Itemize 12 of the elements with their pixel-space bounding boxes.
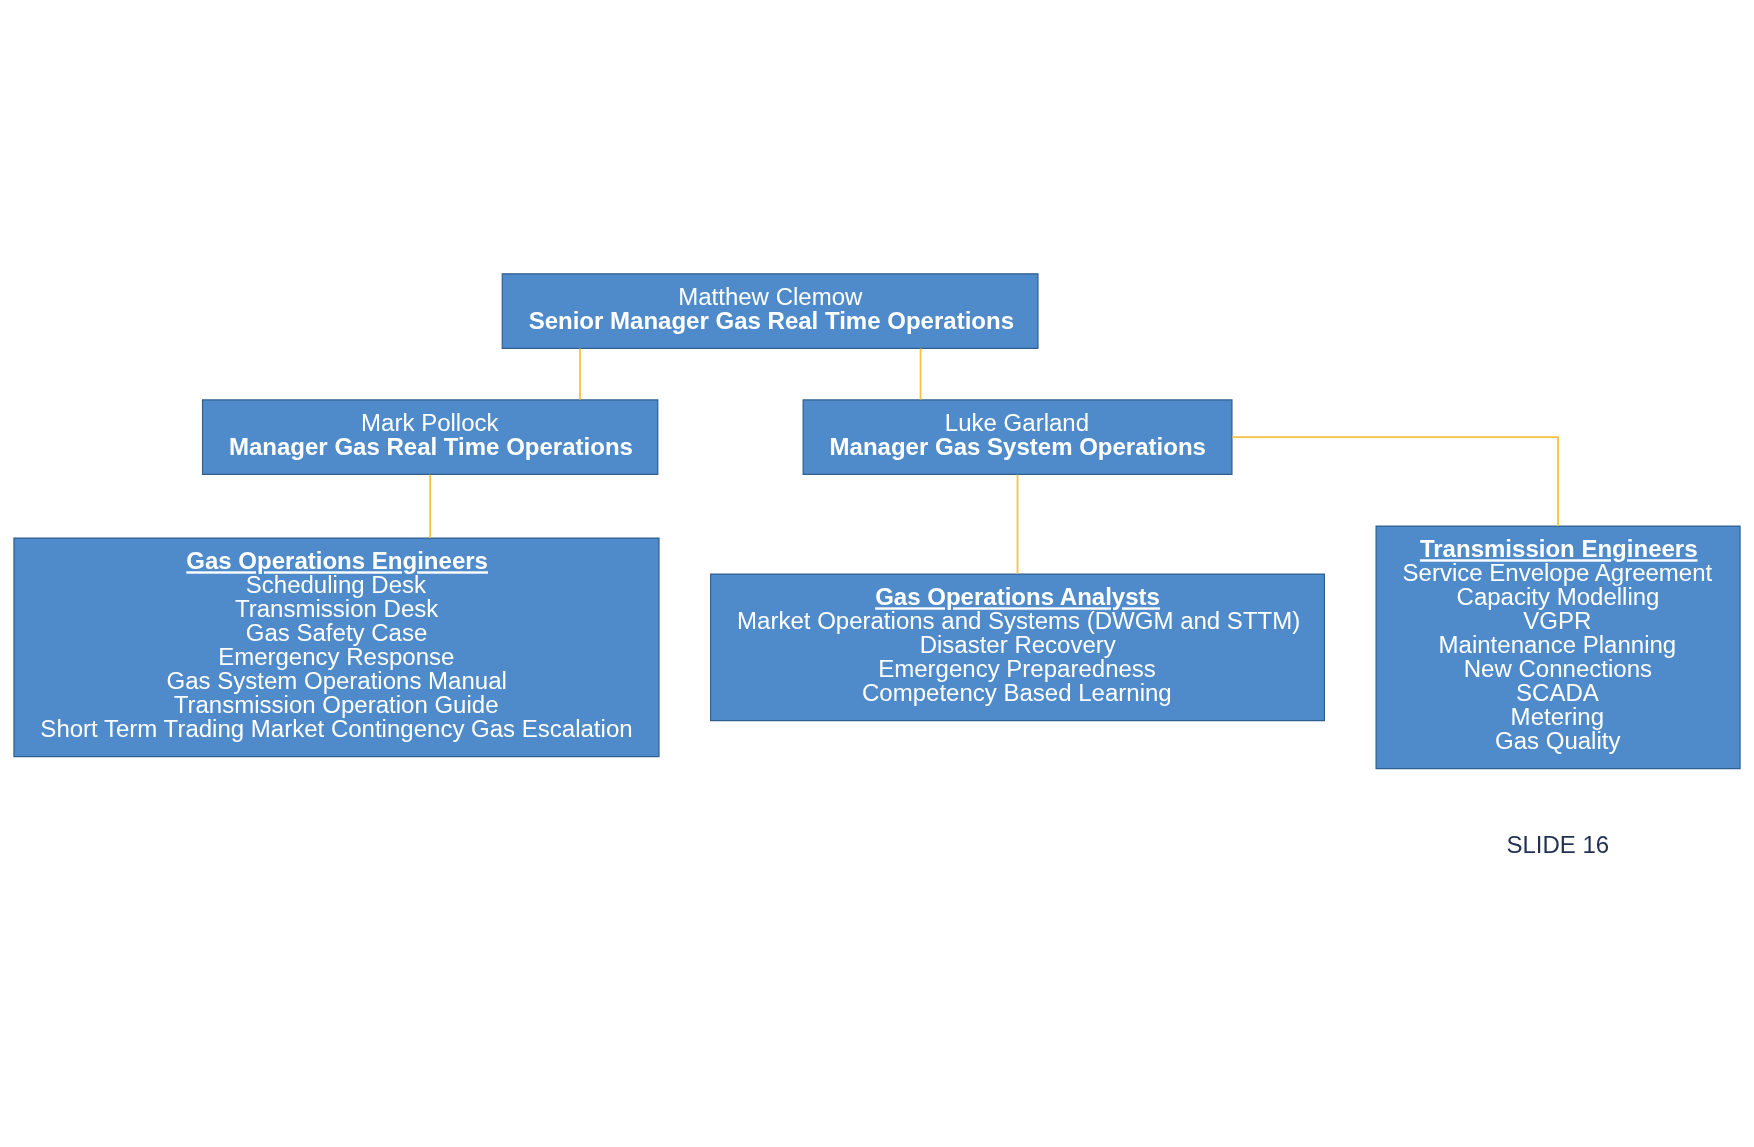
node-box: Luke Garland Manager Gas System Operations	[802, 399, 1233, 475]
label: SLIDE 16	[1506, 830, 1610, 858]
connector	[1016, 473, 1019, 575]
connector	[1231, 436, 1559, 527]
node-box: Matthew Clemow Senior Manager Gas Real Time Operations	[501, 273, 1039, 349]
node-box: Gas Operations Engineers Scheduling Desk Transmission Desk Gas Safety Case Emergency Response Gas System Operations Manual Transmission Operation Guide Short Term Trading Market Contingency Gas Escalation	[13, 537, 660, 758]
node-box: Mark Pollock Manager Gas Real Time Operations	[201, 399, 659, 475]
connector	[579, 347, 581, 401]
node-box: Gas Operations Analysts Market Operations and Systems (DWGM and STTM) Disaster Recovery Emergency Preparedness Competency Based Learning	[710, 573, 1326, 722]
connector	[919, 347, 922, 401]
connector	[429, 473, 432, 539]
node-box: Transmission Engineers Service Envelope Agreement Capacity Modelling VGPR Maintenance Planning New Connections SCADA Metering Gas Quality	[1375, 525, 1741, 770]
